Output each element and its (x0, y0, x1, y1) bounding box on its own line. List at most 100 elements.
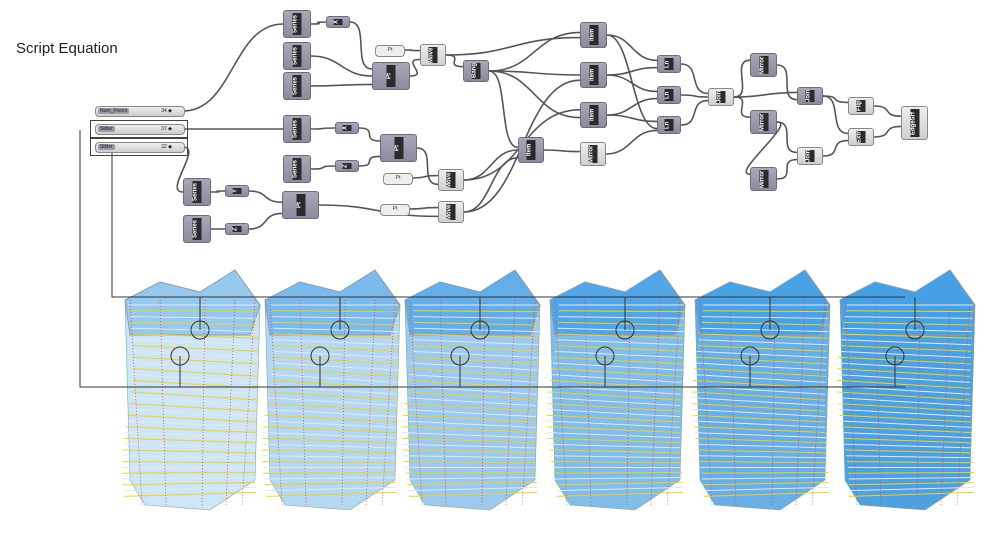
floor-slab (402, 449, 536, 454)
wire (407, 206, 439, 210)
component-20[interactable]: Pt (380, 204, 410, 216)
component-label: Mirror (759, 56, 768, 74)
component-11[interactable]: Series (283, 155, 311, 183)
component-38[interactable]: EdgeSrf (901, 106, 928, 140)
component-10[interactable]: Pt (380, 134, 417, 162)
component-12[interactable]: Z (335, 160, 359, 172)
component-13[interactable]: Pt (383, 173, 413, 185)
column-line (241, 299, 256, 506)
component-35[interactable]: Join (797, 147, 823, 165)
floor-slab (412, 345, 539, 352)
component-23[interactable]: Item (580, 62, 607, 88)
component-37[interactable]: Extr (848, 128, 874, 146)
component-1[interactable]: X (326, 16, 350, 28)
floor-slab (273, 321, 399, 326)
component-16[interactable]: Y (225, 185, 249, 197)
floor-slab (124, 437, 256, 444)
floor-slab (409, 368, 538, 377)
component-label: X (333, 19, 343, 25)
component-22[interactable]: Item (580, 22, 607, 48)
floor-slab (122, 461, 256, 464)
floor-slab (837, 362, 971, 371)
floor-slab (692, 385, 826, 395)
floor-slab (555, 481, 683, 486)
component-30[interactable]: Join (708, 88, 734, 106)
floor-slab (839, 345, 972, 352)
component-19[interactable]: Z (225, 223, 249, 235)
component-label: Series (192, 181, 202, 203)
component-7[interactable]: Bang (463, 60, 489, 82)
wire (349, 21, 373, 70)
component-8[interactable]: Series (283, 115, 311, 143)
floor-slab (848, 486, 974, 492)
component-4[interactable]: Pt (372, 62, 410, 90)
component-label: Mirror (588, 145, 598, 163)
floor-slab (843, 437, 973, 444)
component-36[interactable]: Flip (848, 97, 874, 115)
component-26[interactable]: Mirror (580, 142, 606, 166)
slider-value: 32 ◆ (161, 144, 172, 150)
wire (822, 139, 849, 157)
component-label: Item (526, 140, 536, 160)
wire (606, 34, 658, 62)
column-line (129, 299, 143, 506)
component-14[interactable]: Move (438, 169, 464, 191)
floor-slab (848, 472, 974, 474)
floor-slab (694, 362, 827, 371)
floor-slab (413, 333, 539, 339)
component-29[interactable]: Ln (657, 116, 681, 134)
floor-slab (272, 362, 399, 371)
floor-slab (413, 321, 539, 326)
floor-slab (407, 481, 537, 486)
component-24[interactable]: Item (580, 102, 607, 128)
wire (445, 36, 581, 56)
column-line (729, 299, 737, 506)
component-18[interactable]: Series (183, 215, 211, 243)
component-31[interactable]: Mirror (750, 53, 777, 77)
component-3[interactable]: Series (283, 72, 311, 100)
floor-slab (133, 339, 259, 346)
floor-slab (549, 385, 681, 395)
component-33[interactable]: Mirror (750, 167, 777, 191)
component-34[interactable]: Join (797, 87, 823, 105)
floor-slab (692, 414, 826, 423)
component-label: Move (446, 172, 456, 188)
wire (488, 70, 519, 149)
floor-slab (698, 339, 828, 346)
floor-slab (692, 391, 826, 401)
component-32[interactable]: Mirror (750, 110, 777, 134)
floor-slab (551, 368, 682, 377)
slider-name: Slider (98, 126, 115, 132)
component-25[interactable]: Item (518, 137, 544, 163)
component-15[interactable]: Series (183, 178, 211, 206)
component-21[interactable]: Move (438, 201, 464, 223)
floor-slab (549, 449, 681, 454)
component-9[interactable]: X (335, 122, 359, 134)
wire (310, 165, 336, 170)
component-5[interactable]: Pt (375, 45, 405, 57)
component-27[interactable]: Ln (657, 55, 681, 73)
component-6[interactable]: Move (420, 44, 446, 66)
floor-slab (262, 437, 396, 444)
component-17[interactable]: Pt (282, 191, 319, 219)
component-label: Move (446, 204, 456, 220)
floor-slab (406, 476, 537, 480)
component-0[interactable]: Series (283, 10, 311, 38)
component-28[interactable]: Ln (657, 86, 681, 104)
floor-slab (404, 403, 536, 412)
floor-slab (845, 449, 973, 454)
floor-slab (132, 333, 259, 339)
floor-slab (122, 481, 256, 486)
component-label: Series (292, 75, 302, 97)
floor-slab (122, 455, 256, 459)
column-line (916, 299, 921, 506)
floor-slab (840, 339, 972, 346)
component-label: X (342, 125, 352, 131)
wire (310, 55, 373, 77)
component-label: Z (342, 163, 352, 169)
component-2[interactable]: Series (283, 42, 311, 70)
floor-slab (841, 426, 972, 434)
